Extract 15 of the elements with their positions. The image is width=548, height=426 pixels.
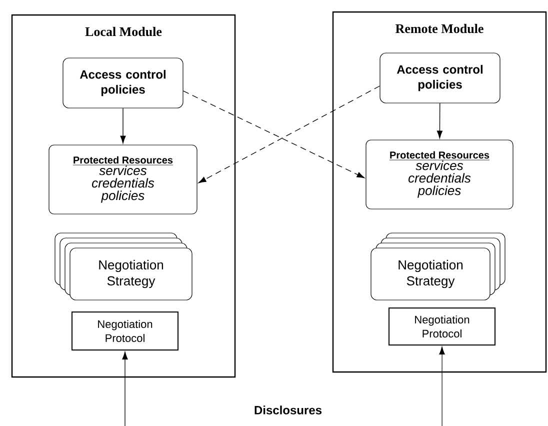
policy-box: Access control policies <box>62 58 184 108</box>
arrow <box>436 102 442 138</box>
resource-box: Protected Resources services credentials policies <box>366 140 514 210</box>
policy-box: Access control policies <box>380 52 500 104</box>
resource-box: Protected Resources services credentials policies <box>48 144 198 214</box>
protocol-box: Negotiation Protocol <box>72 312 178 350</box>
arrow <box>182 90 365 178</box>
caption-label: Disclosures <box>254 406 322 414</box>
arrow <box>198 86 380 184</box>
arrow <box>439 346 445 426</box>
strategy-stack: Negotiation Strategy <box>370 232 506 300</box>
protocol-box: Negotiation Protocol <box>388 308 496 346</box>
arrow <box>120 108 126 144</box>
arrow <box>122 352 128 426</box>
strategy-stack: Negotiation Strategy <box>54 232 192 300</box>
